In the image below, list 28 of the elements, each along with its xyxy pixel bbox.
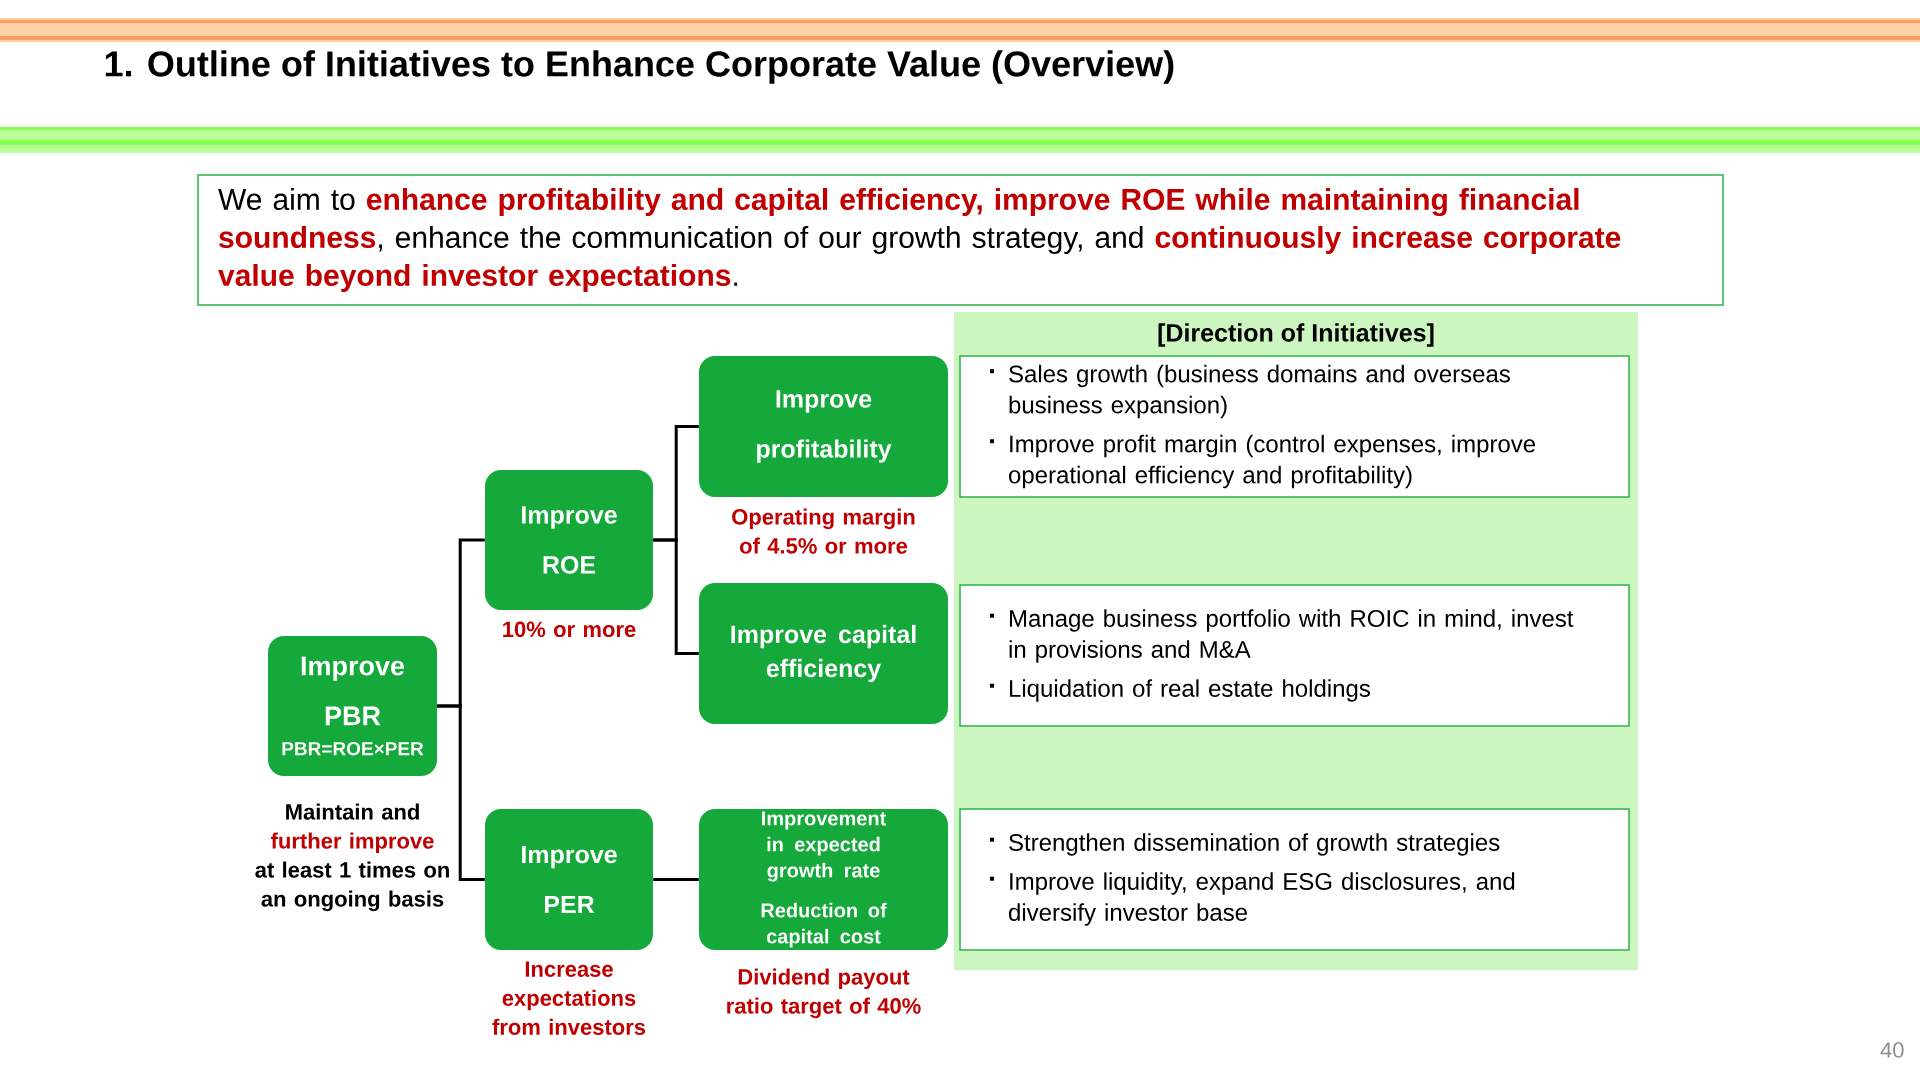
caption-text: 10% or more bbox=[503, 621, 636, 638]
statement-box: We aim to enhance profitability and capital efficiency, improve ROE while maintaining financial soundness, enhance the communication of our growth strategy, and continuously increase corporate value beyond investor expectations. bbox=[197, 174, 1724, 306]
process-box: Improve PBR PBR=ROE×PER bbox=[268, 636, 437, 776]
title: 1. Outline of Initiatives to Enhance Corporate Value (Overview) bbox=[105, 50, 1174, 84]
caption-text: Increase expectations from investors bbox=[492, 961, 646, 1035]
text-box bbox=[959, 355, 1630, 498]
connector-line bbox=[653, 538, 699, 655]
caption-text: further improve bbox=[271, 832, 434, 854]
bullet-item: Strengthen dissemination of growth strategies bbox=[990, 833, 1500, 856]
bullet-item: Liquidation of real estate holdings bbox=[990, 679, 1370, 702]
connector-line bbox=[653, 878, 699, 881]
connector-line bbox=[437, 704, 485, 881]
process-box: Improve PER bbox=[485, 809, 653, 950]
caption-text: Dividend payout ratio target of 40% bbox=[727, 968, 921, 1019]
process-box: Improve capital efficiency bbox=[699, 583, 948, 724]
caption-text: at least 1 times on an ongoing basis bbox=[255, 861, 449, 912]
bullet-item: Sales growth (business domains and overseas business expansion) bbox=[990, 364, 1510, 419]
text-box bbox=[959, 584, 1630, 727]
page-number: 40 bbox=[1880, 1042, 1904, 1058]
process-box: Improve profitability bbox=[699, 356, 948, 497]
text-box bbox=[959, 808, 1630, 951]
bullet-item: Improve liquidity, expand ESG disclosures, and diversify investor base bbox=[990, 872, 1515, 926]
caption-text: Maintain and bbox=[286, 803, 419, 820]
bullet-item: Manage business portfolio with ROIC in mind, invest in provisions and M&A bbox=[990, 609, 1574, 663]
bullet-item: Improve profit margin (control expenses, improve operational efficiency and profitability) bbox=[990, 434, 1536, 489]
process-box: Improve ROE bbox=[485, 470, 653, 610]
caption-text: Operating margin of 4.5% or more bbox=[732, 508, 915, 554]
process-box: Improvement in expected growth rate Reduction of capital cost bbox=[699, 809, 948, 950]
